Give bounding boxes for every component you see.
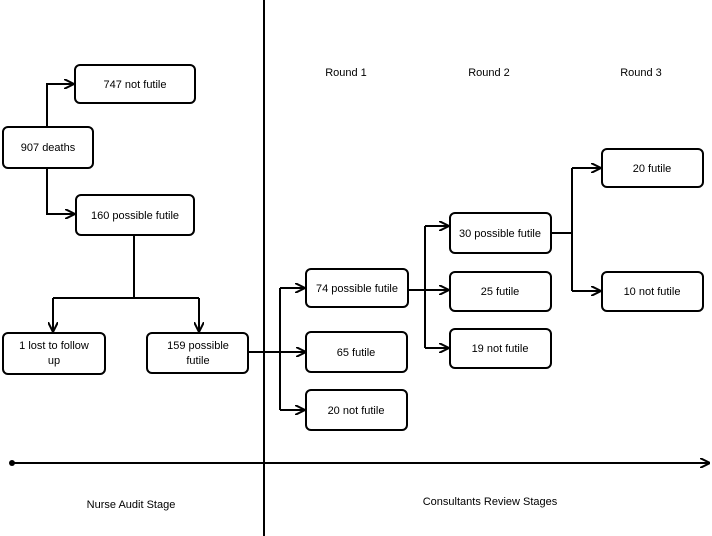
node-159-possible-futile: 159 possible futile	[146, 332, 249, 374]
node-160-possible-futile: 160 possible futile	[75, 194, 195, 236]
node-10-not-futile: 10 not futile	[601, 271, 704, 312]
connector-deaths-to-747	[46, 84, 73, 126]
node-907-deaths: 907 deaths	[2, 126, 94, 169]
svg-text:20 futile: 20 futile	[633, 163, 672, 175]
svg-text:74 possible futile: 74 possible futile	[316, 283, 398, 295]
svg-text:19 not futile: 19 not futile	[472, 343, 529, 355]
node-30-possible-futile: 30 possible futile	[449, 212, 552, 254]
svg-text:1 lost to follow: 1 lost to follow	[19, 340, 89, 352]
node-20-futile: 20 futile	[601, 148, 704, 188]
svg-text:907 deaths: 907 deaths	[21, 142, 76, 154]
nurse-audit-stage-label: Nurse Audit Stage	[87, 499, 176, 511]
svg-text:up: up	[48, 355, 60, 367]
svg-text:30 possible futile: 30 possible futile	[459, 228, 541, 240]
consultants-review-stages-label: Consultants Review Stages	[423, 496, 558, 508]
svg-text:10 not futile: 10 not futile	[624, 286, 681, 298]
node-25-futile: 25 futile	[449, 271, 552, 312]
node-74-possible-futile: 74 possible futile	[305, 268, 409, 308]
node-20-not-futile: 20 not futile	[305, 389, 408, 431]
svg-text:futile: futile	[186, 355, 209, 367]
svg-text:160 possible futile: 160 possible futile	[91, 210, 179, 222]
svg-text:159 possible: 159 possible	[167, 340, 229, 352]
svg-text:25 futile: 25 futile	[481, 286, 520, 298]
round-2-label: Round 2	[468, 67, 510, 79]
svg-text:747 not futile: 747 not futile	[104, 79, 167, 91]
node-1-lost-to-follow-up: 1 lost to follow up	[2, 332, 106, 375]
svg-text:20 not futile: 20 not futile	[328, 405, 385, 417]
round-3-label: Round 3	[620, 67, 662, 79]
connector-deaths-to-160	[46, 168, 74, 214]
node-65-futile: 65 futile	[305, 331, 408, 373]
round-1-label: Round 1	[325, 67, 367, 79]
node-19-not-futile: 19 not futile	[449, 328, 552, 369]
node-747-not-futile: 747 not futile	[74, 64, 196, 104]
svg-text:65 futile: 65 futile	[337, 347, 376, 359]
